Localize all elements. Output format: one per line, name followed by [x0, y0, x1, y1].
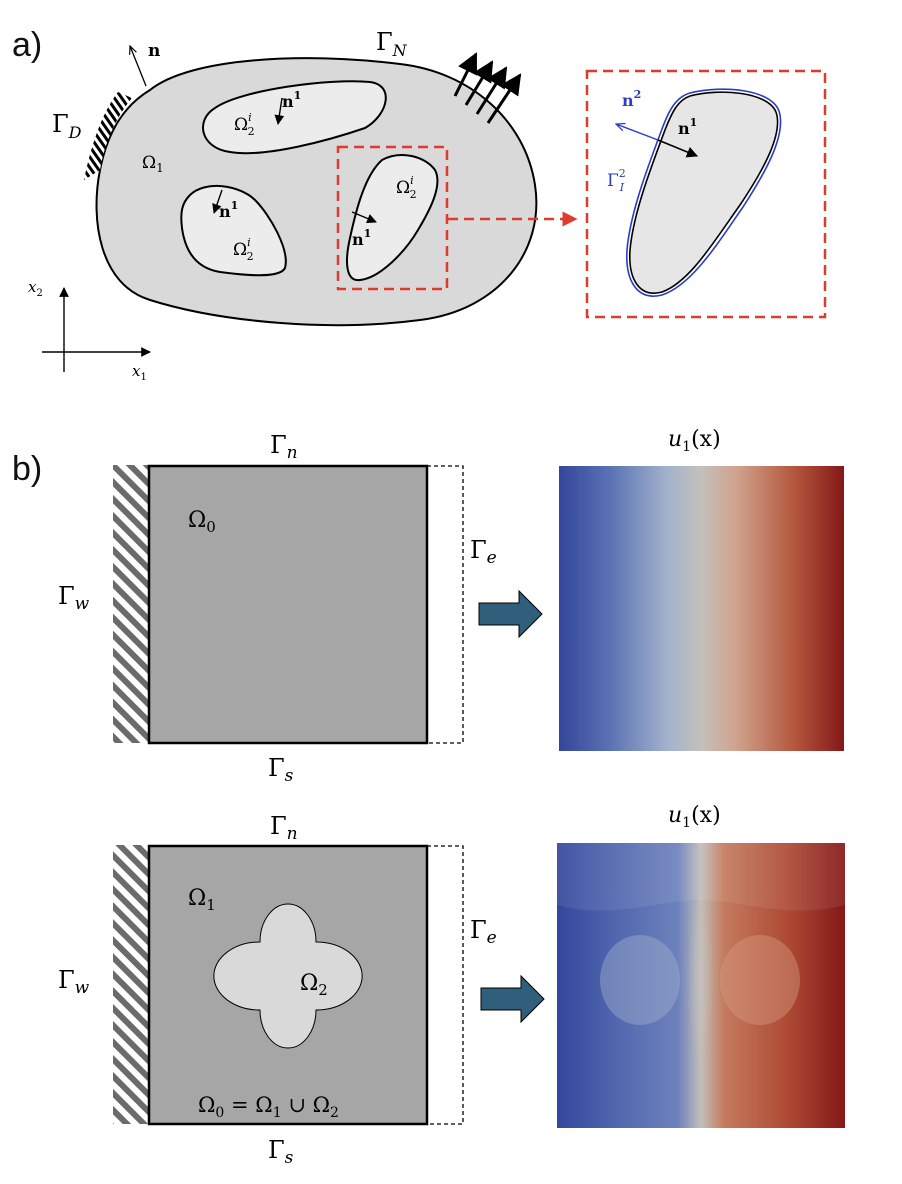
bottom-wall-hatch: [113, 845, 149, 1124]
top-map-arrow: [478, 589, 543, 639]
zoom-normal-in: [657, 139, 699, 158]
panel-b-letter: b): [12, 450, 42, 488]
bottom-map-arrow: [480, 974, 545, 1024]
top-north-label: Γn: [270, 431, 298, 463]
bottom-east-label: Γe: [470, 916, 497, 948]
top-field-plot: [559, 466, 844, 751]
zoom-interface: [626, 88, 782, 297]
inclusion-left-normal-label: n1: [219, 199, 238, 221]
outer-normal-label: n: [148, 41, 160, 61]
top-wall-hatch: [113, 465, 149, 743]
bottom-field-plot: [557, 843, 845, 1128]
bottom-south-label: Γs: [268, 1136, 294, 1168]
bottom-union-label: Ω0 = Ω1 ∪ Ω2: [198, 1093, 339, 1121]
inclusion-left: [180, 184, 287, 277]
inclusion-right-normal: [351, 211, 377, 224]
inclusion-left-normal: [212, 189, 223, 214]
zoom-source-box: [336, 145, 449, 291]
bottom-north-label: Γn: [270, 812, 298, 844]
top-west-label: Γw: [58, 582, 90, 614]
zoom-normal-out-label: n2: [622, 88, 641, 110]
inclusion-top-normal: [274, 97, 285, 125]
top-domain-label: Ω0: [188, 508, 216, 536]
axis-x1-label: x1: [132, 362, 147, 383]
bottom-inclusion-clover: [213, 903, 363, 1049]
outer-domain-label: Ω1: [142, 153, 164, 175]
zoom-inclusion: [629, 91, 779, 294]
neumann-arrows: [453, 52, 522, 124]
panel-a-letter: a): [12, 26, 42, 64]
bottom-east-dashed-box: [426, 845, 464, 1125]
top-south-label: Γs: [268, 754, 294, 786]
top-east-dashed-box: [426, 465, 464, 744]
inclusion-right-normal-label: n1: [352, 227, 371, 249]
dirichlet-hatch: [84, 92, 132, 180]
coordinate-axes: [42, 287, 151, 372]
zoom-normal-in-label: n1: [678, 116, 697, 138]
top-east-label: Γe: [470, 536, 497, 568]
bottom-domain1-label: Ω1: [188, 886, 216, 914]
inclusion-top-normal-label: n1: [282, 89, 301, 111]
inclusion-top: [202, 80, 387, 155]
inclusion-right: [346, 154, 439, 282]
bottom-field-title: u1(x): [668, 803, 721, 831]
dirichlet-label: ΓD: [52, 110, 82, 142]
neumann-label: ΓN: [376, 28, 408, 60]
top-domain: [147, 464, 429, 745]
top-field-title: u1(x): [668, 427, 721, 455]
outer-normal-arrow: [130, 46, 147, 87]
bottom-west-label: Γw: [58, 966, 90, 998]
zoom-target-box: [585, 69, 827, 319]
zoom-normal-out: [616, 124, 659, 141]
bottom-domain2-label: Ω2: [300, 971, 328, 999]
axis-x2-label: x2: [28, 278, 43, 299]
